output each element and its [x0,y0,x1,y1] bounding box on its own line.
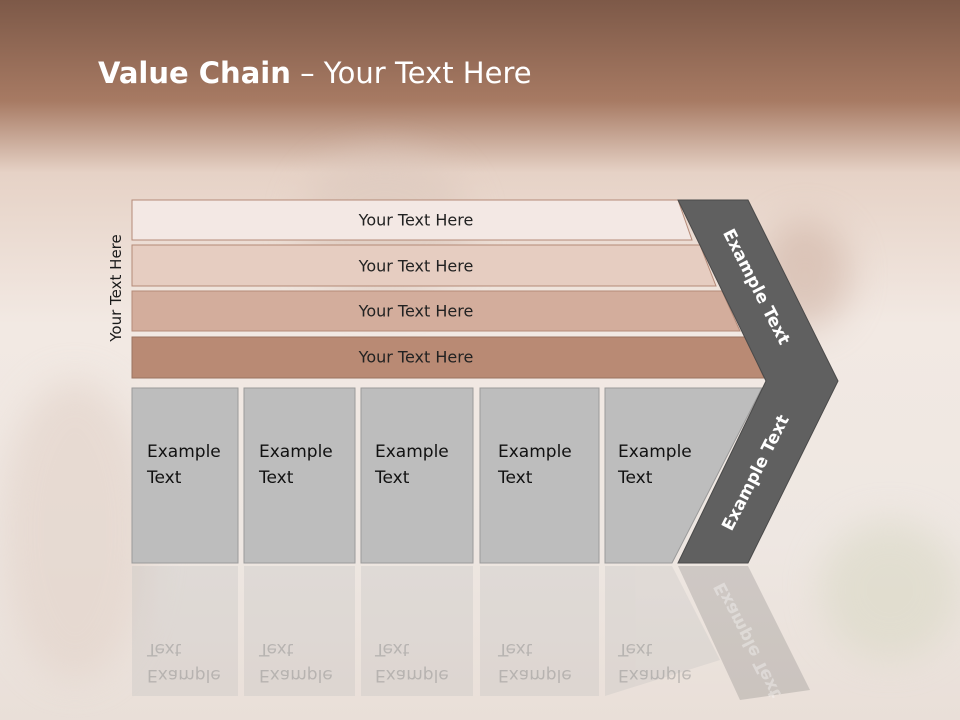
cell-text-reflection: Example Text [259,636,359,688]
row-bar-2 [131,244,717,287]
cell-text-reflection: Example Text [147,636,247,688]
row-label-1: Your Text Here [358,210,474,230]
row-label-2: Your Text Here [358,256,474,276]
cell-text-line: Example [618,442,692,462]
slide-title: Value Chain – Your Text Here [98,56,532,90]
cell-text-line: Text [375,639,410,659]
row-label-3: Your Text Here [358,301,474,321]
cell-reflection [480,566,599,696]
cell-text-line: Text [618,639,653,659]
cell-text-reflection: Example Text [375,636,475,688]
cell-text-line: Example [259,665,333,685]
cell-reflection [361,566,473,696]
cell-text-line: Text [259,639,294,659]
title-rest: – Your Text Here [290,56,532,90]
cell-text-line: Text [498,639,533,659]
cell-box-2 [243,387,356,564]
cell-reflection [605,566,720,696]
cell-text-line: Example [259,442,333,462]
cell-text-line: Example [147,442,221,462]
cell-text-line: Text [375,468,410,488]
cell-reflection [132,566,238,696]
cell-text-line: Example [375,665,449,685]
cell-reflection [244,566,355,696]
cell-text-line: Text [259,468,294,488]
background-photo-blur [0,380,150,680]
chevron-arrow [677,199,839,564]
row-bar-3 [131,290,741,332]
cell-text-line: Text [618,468,653,488]
cell-text-line: Text [498,468,533,488]
cell-text-reflection: Example Text [498,636,598,688]
row-bar-1 [131,199,693,241]
cell-box-5 [604,387,763,564]
cell-text-line: Text [147,468,182,488]
cell-text-line: Example [498,442,572,462]
cell-box-1 [131,387,239,564]
cell-text-line: Example [147,665,221,685]
title-bold: Value Chain [98,56,291,90]
cell-text-line: Text [147,639,182,659]
cell-box-4 [479,387,600,564]
cell-box-3 [360,387,474,564]
cells-reflection [132,566,720,696]
chevron-reflection [678,566,810,700]
cell-text-line: Example [498,665,572,685]
cell-text-reflection: Example Text [618,636,718,688]
cell-text-line: Example [375,442,449,462]
background-photo-blur [820,520,960,660]
row-label-4: Your Text Here [358,347,474,367]
cell-text-line: Example [618,665,692,685]
